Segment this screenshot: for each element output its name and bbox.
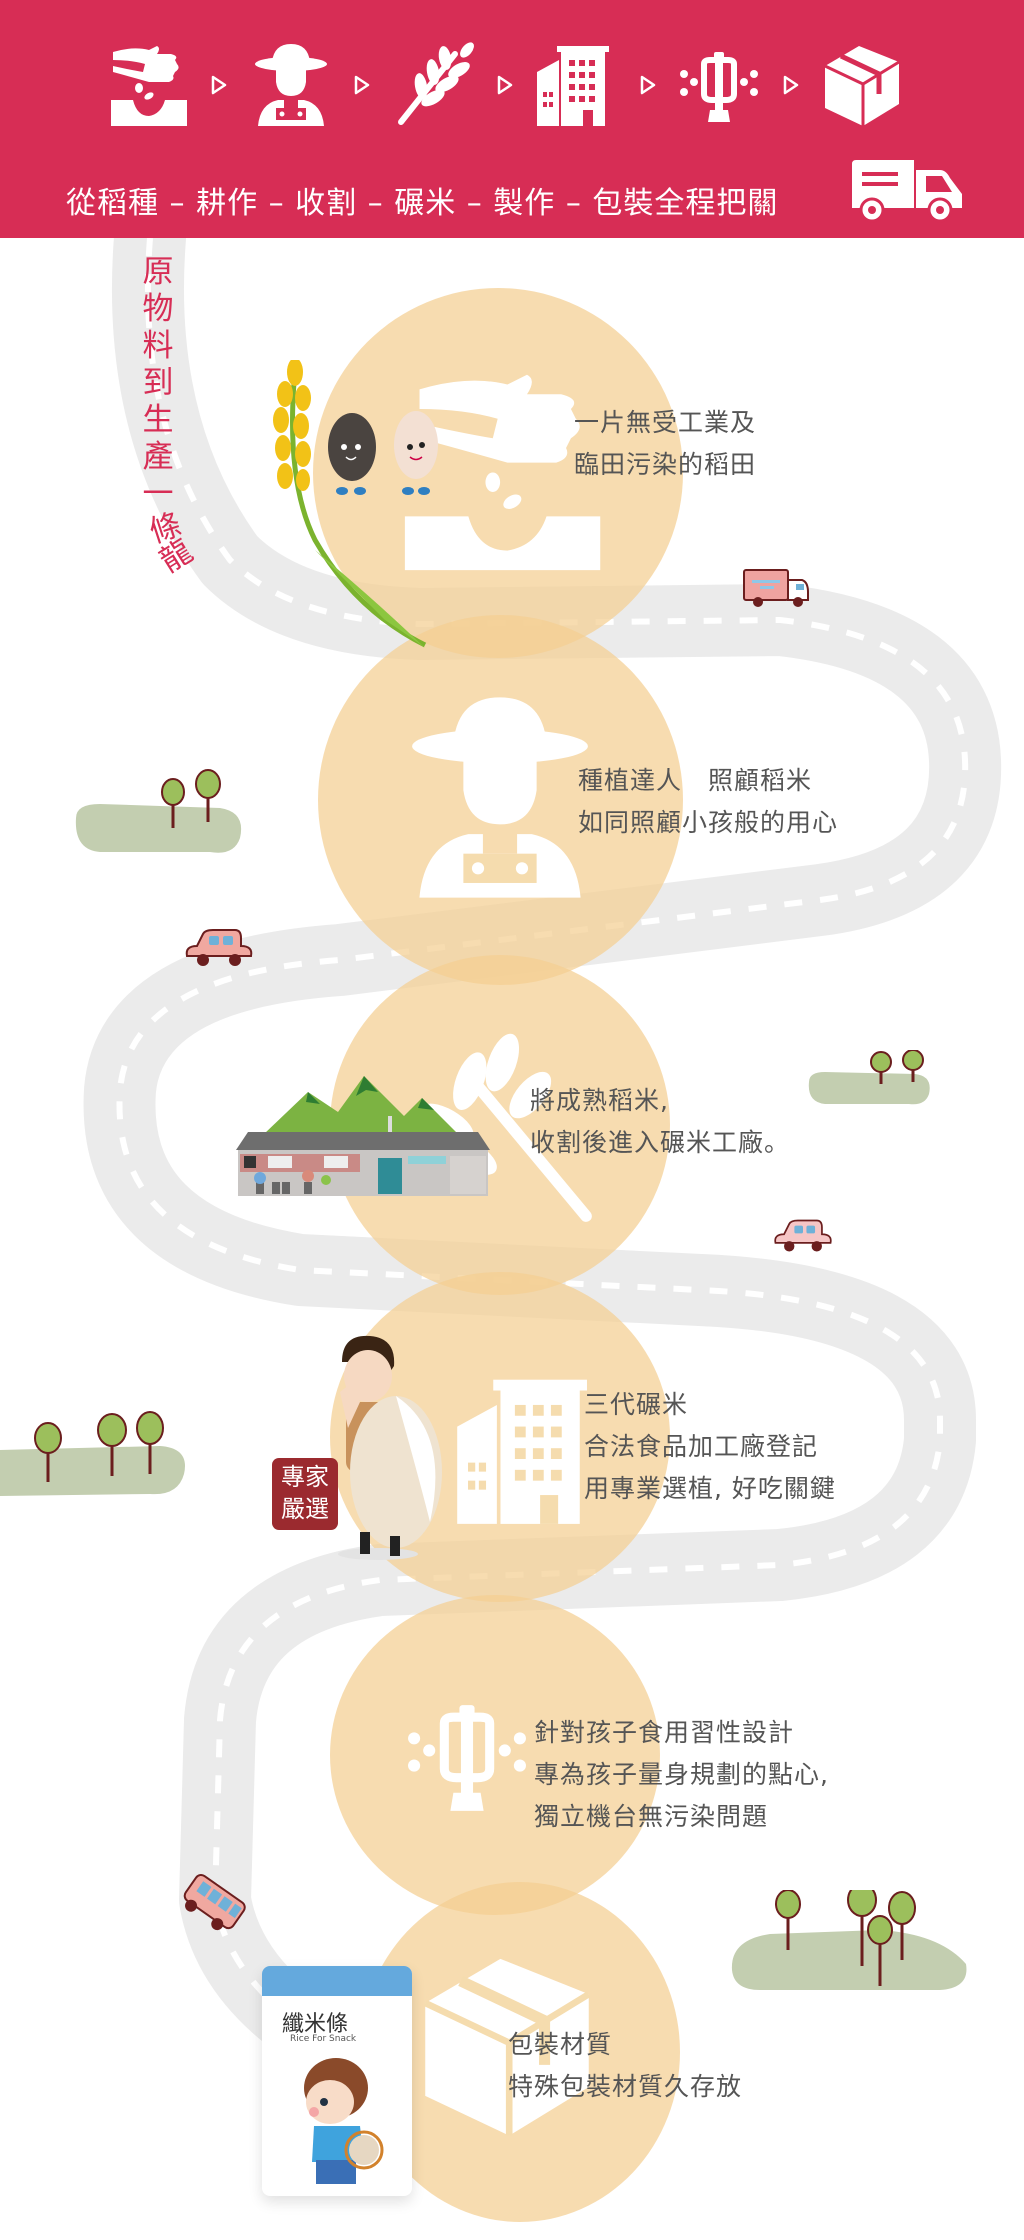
car-icon [774,1219,832,1252]
package-top-band [262,1966,412,1996]
sowing-hand-icon [404,374,601,571]
winding-road [83,238,1002,2086]
farmer-icon [412,697,588,898]
truck-icon [743,569,809,607]
step-6-text: 包裝材質 特殊包裝材質久存放 [508,2030,743,2101]
product-name: 纖米條 [282,2012,349,2037]
rice-stalk-illustration [273,360,427,648]
step-oval-5 [330,1595,660,1915]
arrow-right-icon [477,75,534,95]
farmer-icon [248,42,334,128]
step-1-text: 一片無受工業及 臨田污染的稻田 [574,408,757,479]
arrow-right-icon [334,75,391,95]
rice-mill-factory-illustration [236,1076,490,1196]
expert-with-rice-illustration [338,1335,442,1560]
box-icon [423,1958,591,2136]
building-icon [457,1379,587,1524]
machine-icon [676,42,762,128]
bus-icon [183,1873,246,1931]
trees-illustration [808,1050,930,1105]
product-subtitle: Rice For Snack [290,2034,357,2044]
arrow-right-icon [191,75,248,95]
box-icon [819,42,905,128]
step-4-text: 三代碾米 合法食品加工廠登記 用專業選植, 好吃關鍵 [584,1390,836,1503]
machine-icon [408,1705,526,1811]
tagline: 從稻種 – 耕作 – 收割 – 碾米 – 製作 – 包裝全程把關 [66,186,779,221]
boy-illustration [304,2058,384,2184]
sowing-hand-icon [105,42,191,128]
trees-illustration [0,1411,185,1496]
step-5-text: 針對孩子食用習性設計 專為孩子量身規劃的點心, 獨立機台無污染問題 [534,1718,829,1831]
delivery-truck-icon [852,160,962,223]
product-package: 纖米條 Rice For Snack [262,1966,412,2196]
rice-mascots-illustration [328,411,438,495]
wheat-icon [391,42,477,128]
step-oval-1 [313,288,683,658]
process-steps [105,40,905,130]
expert-selection-badge: 專家 嚴選 [272,1458,338,1530]
vertical-title: 原 物 料 到 生 產 一 條 龍 [142,254,200,580]
header-banner: 從稻種 – 耕作 – 收割 – 碾米 – 製作 – 包裝全程把關 [0,0,1024,238]
car-icon [185,929,253,966]
arrow-right-icon [619,75,676,95]
step-3-text: 將成熟稻米, 收割後進入碾米工廠。 [530,1086,791,1157]
step-2-text: 種植達人 照顧稻米 如同照顧小孩般的用心 [578,766,839,837]
trees-illustration [75,769,242,853]
arrow-right-icon [762,75,819,95]
building-icon [533,42,619,128]
trees-illustration [731,1890,967,1990]
